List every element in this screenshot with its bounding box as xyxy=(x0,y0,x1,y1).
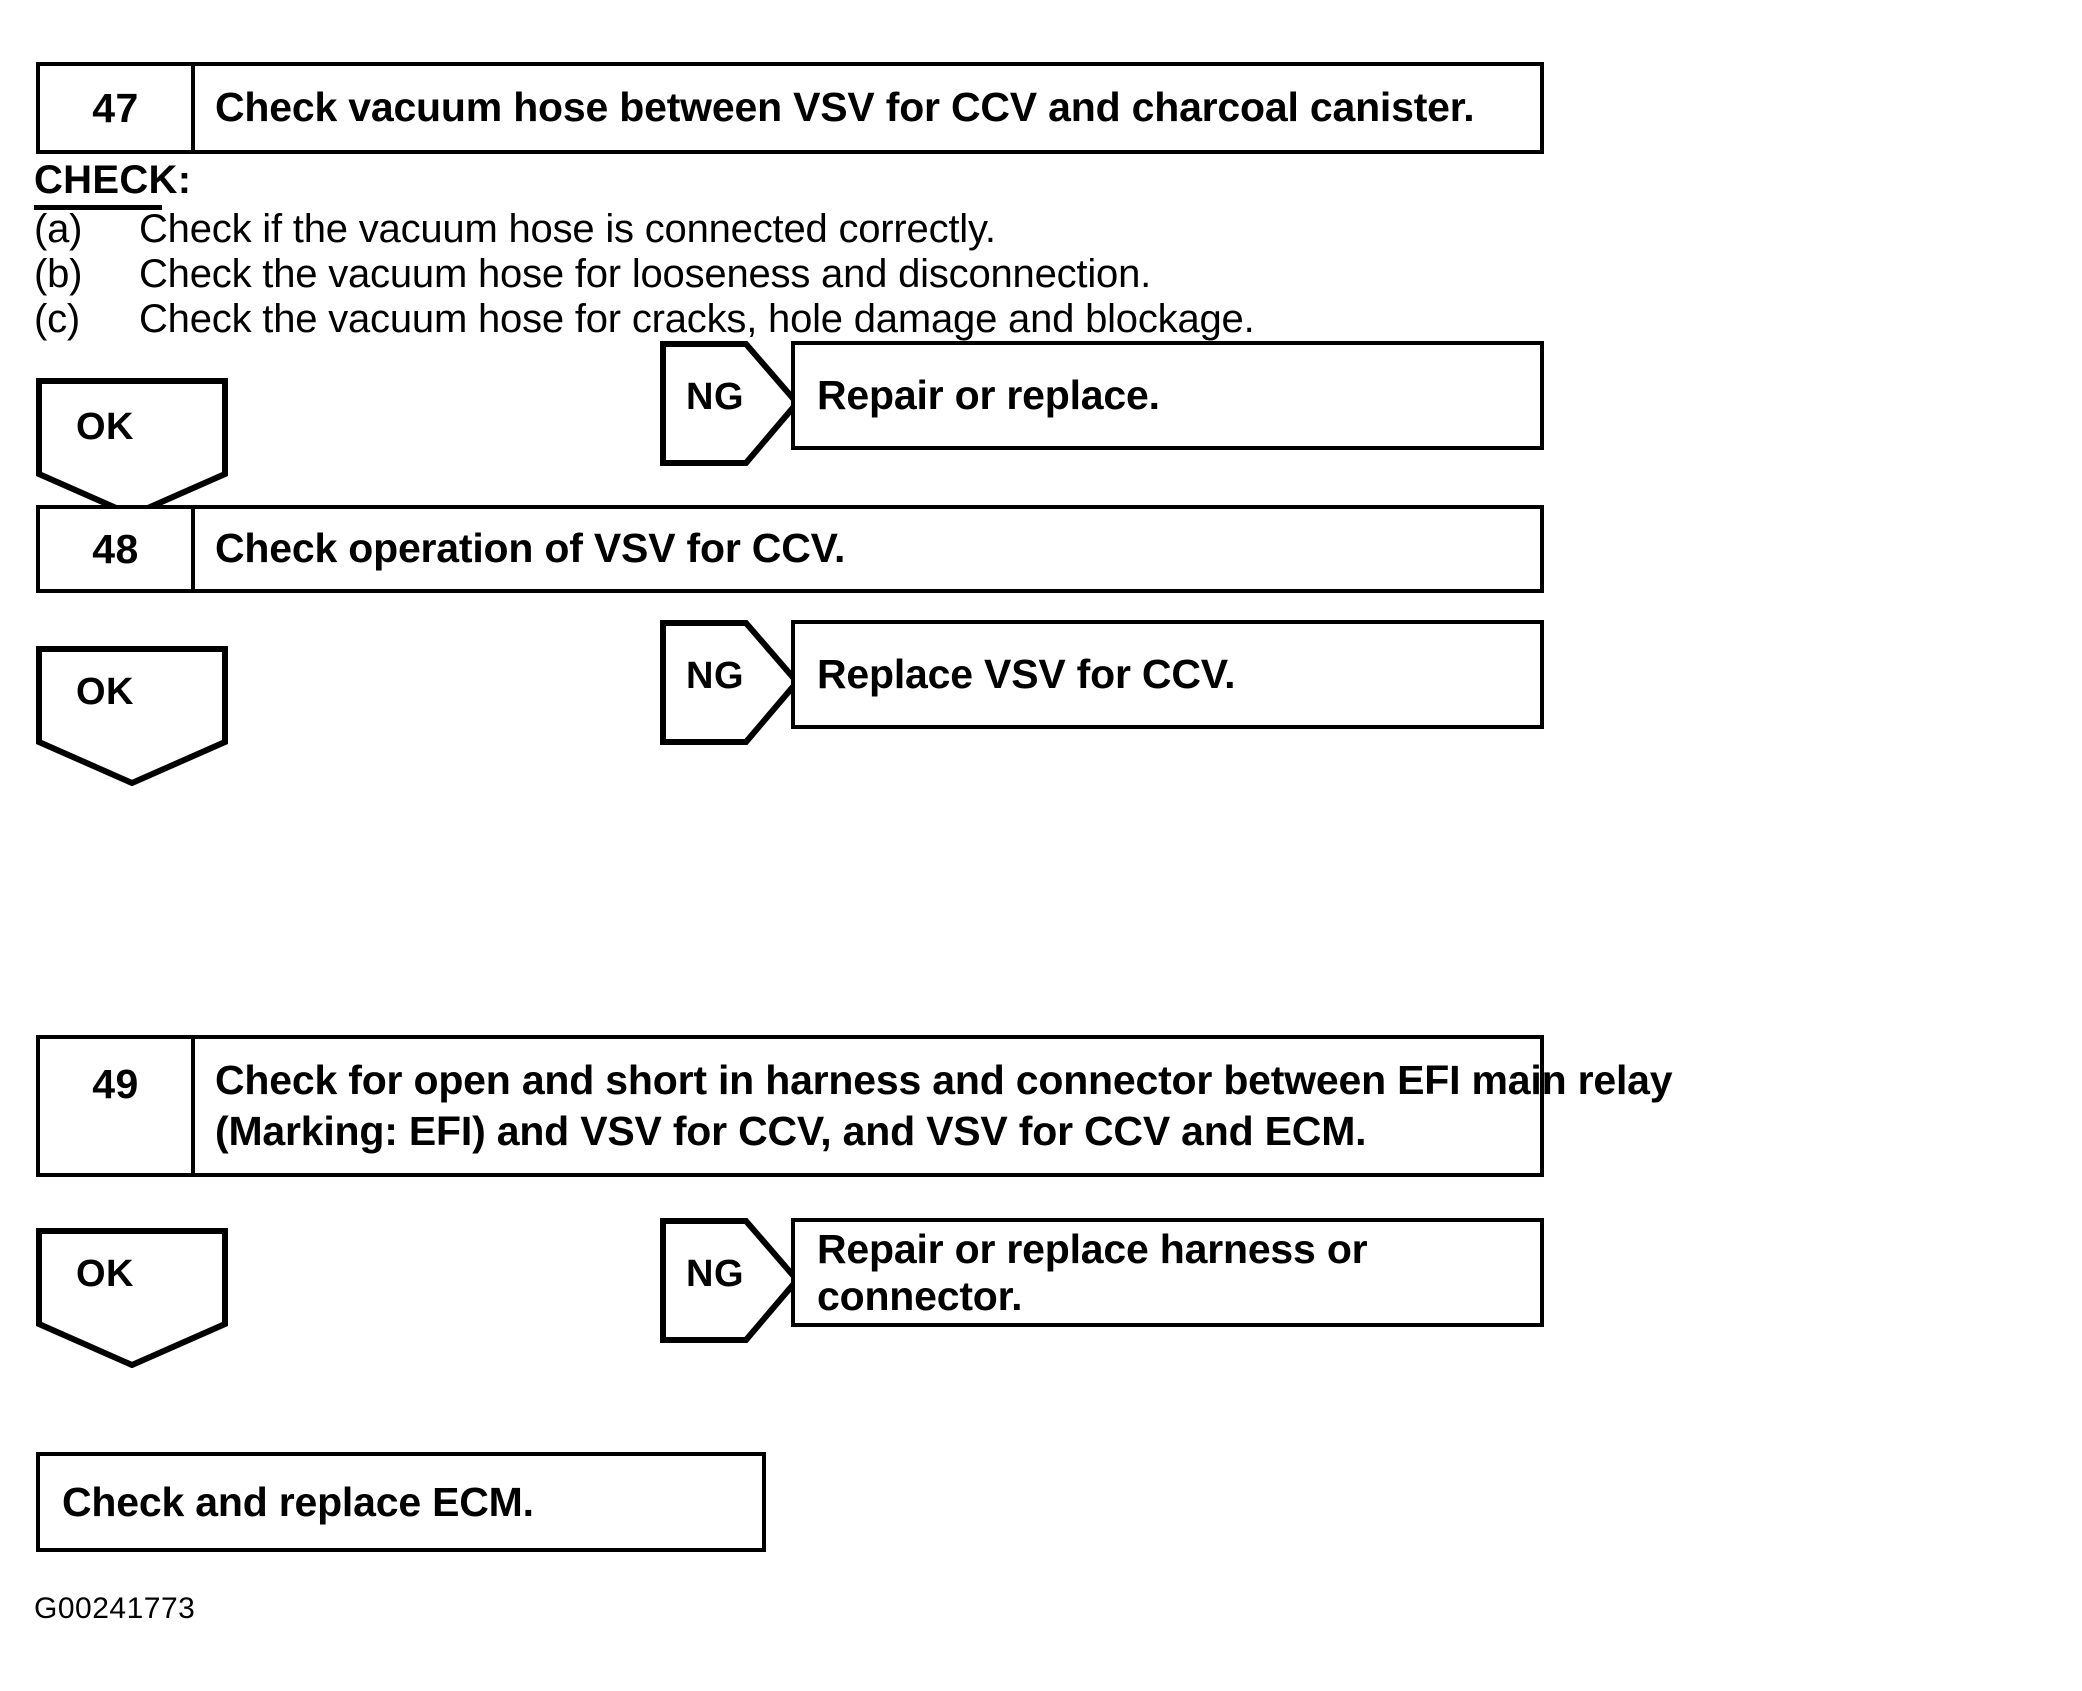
step-text-49-line-1: Check for open and short in harness and … xyxy=(215,1056,1673,1103)
step-text-47: Check vacuum hose between VSV for CCV an… xyxy=(195,66,1540,150)
check-item-c: (c) Check the vacuum hose for cracks, hol… xyxy=(34,297,1255,342)
ok-label-2: OK xyxy=(76,671,134,713)
check-item-b: (b) Check the vacuum hose for looseness a… xyxy=(34,252,1151,297)
step-number-48: 48 xyxy=(40,509,195,589)
ng-label-1: NG xyxy=(686,376,744,418)
ng-arrow-3 xyxy=(660,1218,800,1343)
ok-arrow-3 xyxy=(36,1228,228,1368)
step-number-49: 49 xyxy=(40,1039,195,1173)
final-action-box: Check and replace ECM. xyxy=(36,1452,766,1552)
step-text-49: Check for open and short in harness and … xyxy=(195,1039,1686,1173)
ng-result-box-3: Repair or replace harness or connector. xyxy=(791,1218,1544,1327)
step-box-47: 47 Check vacuum hose between VSV for CCV… xyxy=(36,62,1544,154)
check-item-b-marker: (b) xyxy=(34,252,83,296)
ng-result-text-3: Repair or replace harness or connector. xyxy=(817,1225,1368,1319)
check-item-a-marker: (a) xyxy=(34,207,83,251)
ok-arrow-2 xyxy=(36,646,228,786)
check-item-c-marker: (c) xyxy=(34,297,81,341)
step-box-49: 49 Check for open and short in harness a… xyxy=(36,1035,1673,1177)
check-heading-underline xyxy=(34,205,162,210)
final-action-text: Check and replace ECM. xyxy=(62,1478,534,1525)
ng-label-2: NG xyxy=(686,655,744,697)
check-item-a: (a) Check if the vacuum hose is connected… xyxy=(34,207,996,252)
step-text-49-line-2: (Marking: EFI) and VSV for CCV, and VSV … xyxy=(215,1108,1367,1154)
ng-result-box-2: Replace VSV for CCV. xyxy=(791,620,1544,729)
ok-label-1: OK xyxy=(76,406,134,448)
step-text-48-line-1: Check operation of VSV for CCV. xyxy=(215,525,846,572)
check-item-c-text: Check the vacuum hose for cracks, hole d… xyxy=(139,297,1255,341)
check-heading: CHECK: xyxy=(34,158,192,202)
step-text-47-line-1: Check vacuum hose between VSV for CCV an… xyxy=(215,84,1475,131)
step-number-47: 47 xyxy=(40,66,195,150)
figure-id: G00241773 xyxy=(34,1592,196,1625)
ng-arrow-1 xyxy=(660,341,800,466)
ng-result-box-1: Repair or replace. xyxy=(791,341,1544,450)
step-text-48: Check operation of VSV for CCV. xyxy=(195,509,1540,589)
step-box-48: 48 Check operation of VSV for CCV. xyxy=(36,505,1544,593)
ng-arrow-2 xyxy=(660,620,800,745)
ng-result-text-2: Replace VSV for CCV. xyxy=(817,651,1236,697)
check-item-a-text: Check if the vacuum hose is connected co… xyxy=(139,207,996,251)
check-item-b-text: Check the vacuum hose for looseness and … xyxy=(139,252,1152,296)
ng-label-3: NG xyxy=(686,1253,744,1295)
ok-arrow-1 xyxy=(36,378,228,518)
ng-result-text-1: Repair or replace. xyxy=(817,372,1160,418)
ok-label-3: OK xyxy=(76,1253,134,1295)
